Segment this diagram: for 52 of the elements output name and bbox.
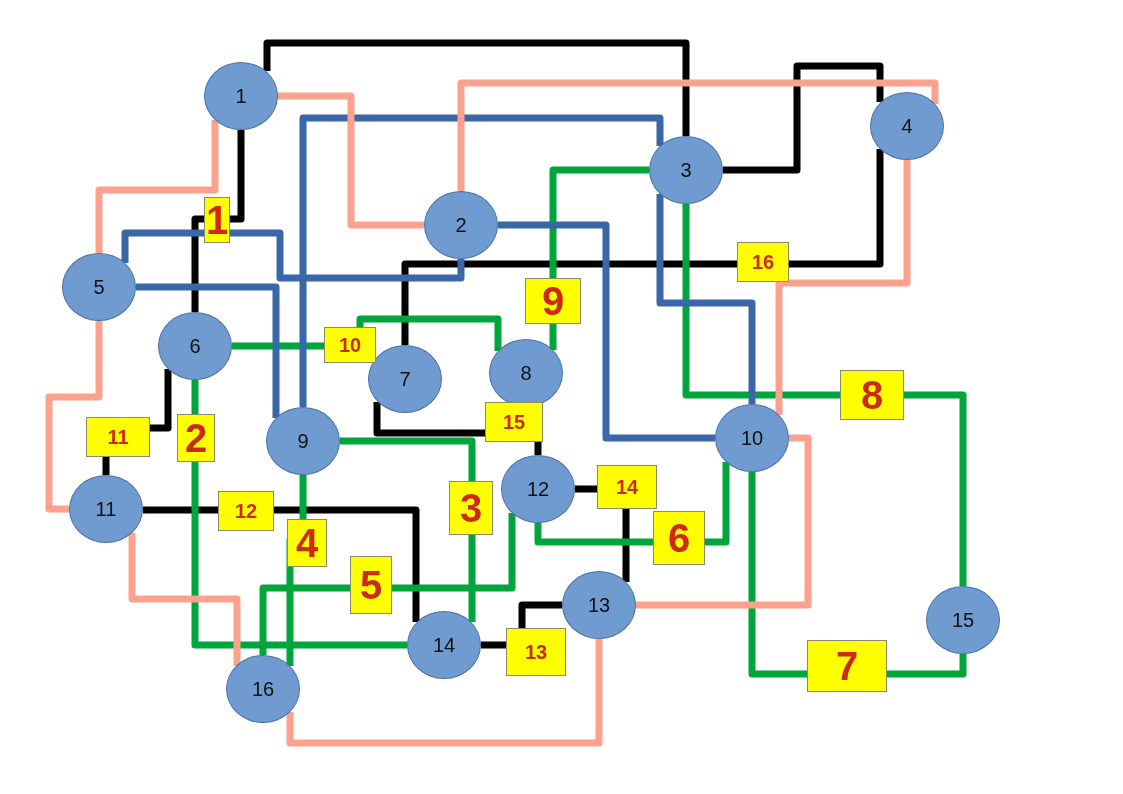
connector-line	[191, 130, 245, 312]
node-number: 9	[297, 429, 309, 453]
node-number: 10	[740, 426, 764, 450]
connector-line	[723, 62, 884, 174]
connector-line	[498, 221, 715, 442]
connector-line	[775, 160, 911, 415]
edge-label: 14	[597, 465, 657, 509]
connector-line	[656, 194, 756, 404]
node-number: 6	[189, 334, 201, 358]
node-number: 2	[455, 213, 467, 237]
node-number: 7	[399, 367, 411, 391]
node-number: 12	[526, 477, 550, 501]
node-number: 4	[901, 114, 913, 138]
connector-line	[191, 380, 407, 649]
connector-line	[286, 639, 603, 747]
edge-label: 11	[86, 417, 150, 457]
connector-line	[636, 434, 812, 609]
edge-label: 8	[840, 370, 904, 420]
edge-label: 10	[324, 327, 376, 363]
node-number: 3	[680, 158, 692, 182]
connector-line	[457, 79, 939, 191]
edge-label: 16	[737, 242, 789, 282]
connector-line	[263, 39, 690, 136]
edge-label: 5	[350, 556, 392, 614]
node-number: 1	[235, 84, 247, 108]
node-number: 13	[587, 593, 611, 617]
edge-label: 15	[485, 402, 543, 442]
edge-label: 6	[653, 511, 705, 565]
connector-line	[136, 283, 280, 418]
edge-label: 2	[177, 414, 215, 462]
connector-line	[401, 149, 884, 345]
connector-line	[259, 513, 516, 655]
edge-label: 9	[525, 278, 581, 324]
edge-label: 3	[449, 481, 493, 535]
edge-label: 12	[218, 491, 274, 531]
edge-label: 4	[287, 519, 327, 567]
node-number: 16	[251, 677, 275, 701]
edge-label: 7	[807, 640, 887, 692]
connector-line	[121, 229, 465, 282]
connector-line	[45, 321, 103, 513]
node-number: 5	[93, 275, 105, 299]
connector-line	[278, 92, 424, 229]
node-number: 11	[95, 497, 117, 521]
edge-label: 13	[506, 628, 566, 676]
node-number: 14	[432, 633, 456, 657]
connector-line	[128, 533, 241, 666]
node-number: 15	[951, 608, 975, 632]
connector-line	[299, 114, 664, 407]
node-number: 8	[520, 361, 532, 385]
connector-line	[682, 204, 967, 586]
edge-label: 1	[204, 197, 230, 243]
connector-line	[95, 120, 219, 253]
